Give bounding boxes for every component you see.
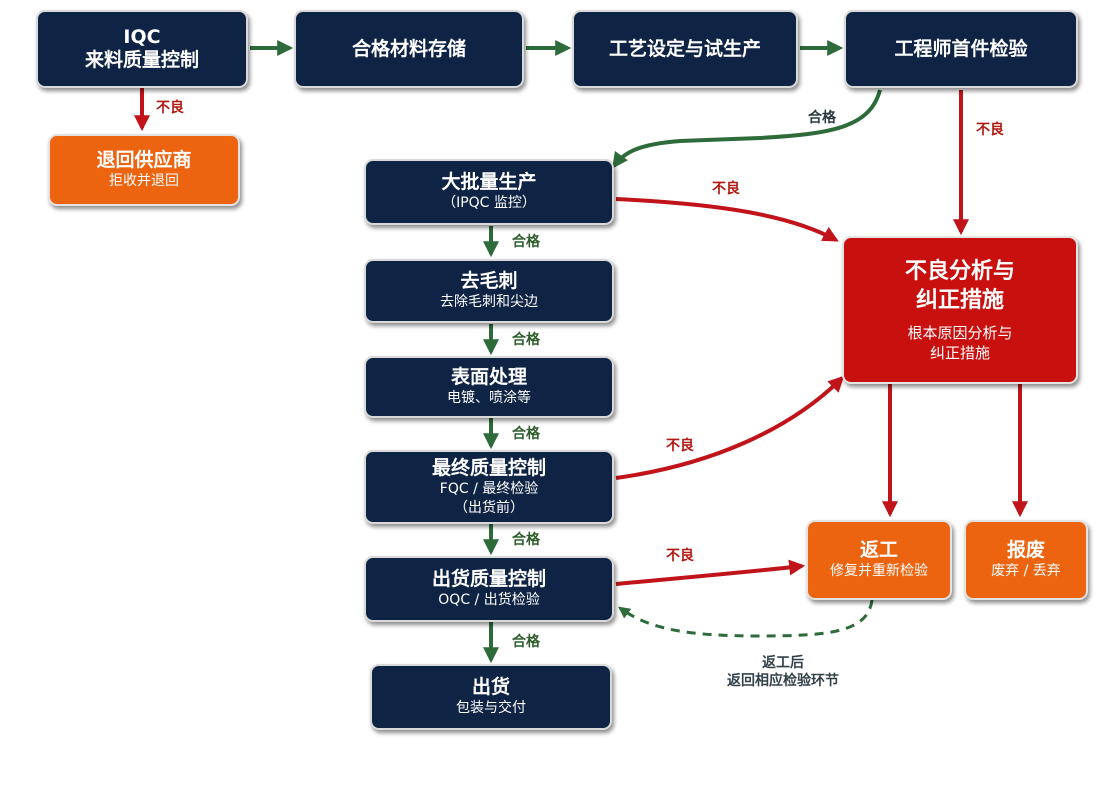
node-analysis-subtitle: 根本原因分析与 [907,324,1013,342]
label-fqc-ng: 不良 [666,438,694,454]
arrow-mass-to-analysis [615,197,839,242]
label-first-pass: 合格 [808,110,836,126]
node-rework-subtitle: 修复并重新检验 [830,563,928,579]
arrow-oqc-to-rework [615,559,806,586]
node-process-setup-title: 工艺设定与试生产 [608,37,761,60]
arrow-fqc-to-analysis [615,375,845,480]
arrow-rework-return [618,599,874,638]
node-deburr-subtitle: 去除毛刺和尖边 [440,294,538,310]
node-deburr-title: 去毛刺 [460,270,518,292]
node-deburr: 去毛刺 去除毛刺和尖边 [364,259,614,323]
node-oqc: 出货质量控制 OQC / 出货检验 [364,556,614,622]
label-deburr-pass: 合格 [512,332,540,348]
node-fqc-title: 最终质量控制 [431,456,546,479]
node-return-supplier-subtitle: 拒收并退回 [109,173,179,189]
label-mass-ng: 不良 [712,181,740,197]
label-surface-pass: 合格 [512,426,540,442]
node-analysis-subtitle2: 纠正措施 [929,344,990,362]
node-analysis-title: 不良分析与 [904,259,1015,284]
node-oqc-subtitle: OQC / 出货检验 [438,592,540,608]
node-iqc-title: IQC [123,26,161,48]
node-fqc: 最终质量控制 FQC / 最终检验 （出货前） [364,450,614,524]
label-oqc-ng: 不良 [666,548,694,564]
node-fqc-subtitle: FQC / 最终检验 [439,480,539,497]
node-analysis-title2: 纠正措施 [915,288,1004,313]
rework-return-note-line1: 返工后 [762,655,804,671]
node-mass-production-subtitle: （IPQC 监控） [442,195,536,211]
rework-return-note: 返工后 返回相应检验环节 [698,654,868,690]
node-ship: 出货 包装与交付 [370,664,612,730]
node-scrap-subtitle: 废弃 / 丢弃 [991,563,1061,579]
node-fqc-subtitle2: （出货前） [454,499,524,516]
node-ship-title: 出货 [471,676,510,698]
node-process-setup: 工艺设定与试生产 [572,10,798,88]
node-return-supplier-title: 退回供应商 [96,149,192,171]
label-mass-pass: 合格 [512,234,540,250]
node-mass-production-title: 大批量生产 [441,171,537,193]
node-first-article-title: 工程师首件检验 [894,37,1028,60]
node-return-supplier: 退回供应商 拒收并退回 [48,134,240,206]
label-fqc-pass: 合格 [512,532,540,548]
node-storage-title: 合格材料存储 [351,37,466,60]
node-first-article: 工程师首件检验 [844,10,1078,88]
node-iqc: IQC 来料质量控制 [36,10,248,88]
node-surface-title: 表面处理 [450,366,527,388]
node-analysis: 不良分析与 纠正措施 根本原因分析与 纠正措施 [842,236,1078,384]
rework-return-note-line2: 返回相应检验环节 [727,673,839,689]
node-surface-subtitle: 电镀、喷涂等 [447,390,531,406]
node-scrap-title: 报废 [1006,539,1045,561]
node-surface: 表面处理 电镀、喷涂等 [364,356,614,418]
label-iqc-ng: 不良 [156,100,184,116]
node-scrap: 报废 废弃 / 丢弃 [964,520,1088,600]
arrow-first-article-to-mass [612,89,882,169]
node-rework-title: 返工 [859,539,898,561]
node-rework: 返工 修复并重新检验 [806,520,952,600]
label-oqc-pass: 合格 [512,634,540,650]
node-ship-subtitle: 包装与交付 [456,700,526,716]
node-mass-production: 大批量生产 （IPQC 监控） [364,159,614,225]
node-iqc-subtitle: 来料质量控制 [84,49,199,71]
node-storage: 合格材料存储 [294,10,524,88]
label-first-ng: 不良 [976,122,1004,138]
node-oqc-title: 出货质量控制 [431,568,546,590]
